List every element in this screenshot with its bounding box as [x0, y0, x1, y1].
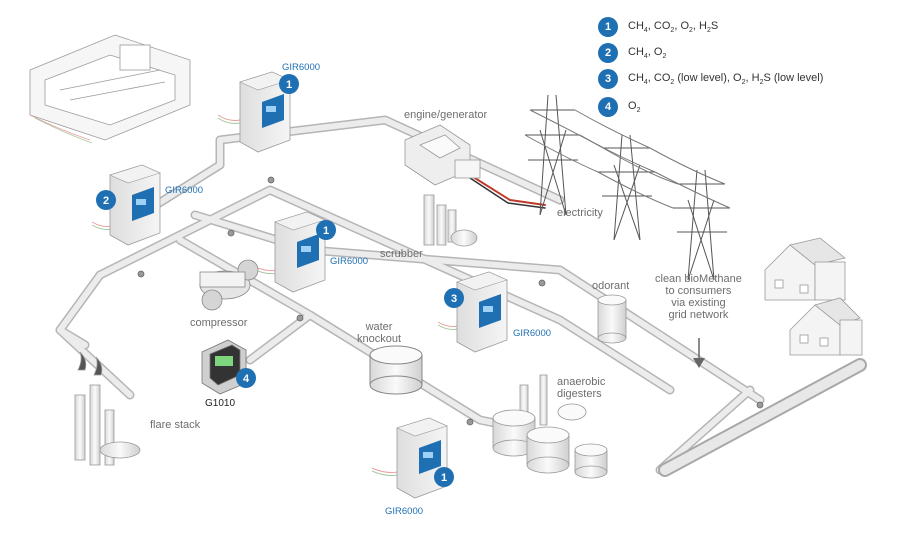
- gir6000-cabinet: [274, 211, 326, 293]
- electricity-label: electricity: [557, 207, 603, 219]
- legend-row-1: 1 CH4, CO2, O2, H2S: [598, 16, 718, 38]
- g1010-badge-number: 4: [243, 373, 250, 385]
- engine-generator: [404, 124, 481, 186]
- scrubber: [423, 194, 478, 247]
- legend-text-1: CH4, CO2, O2, H2S: [628, 19, 719, 35]
- valve-icons: [137, 176, 764, 426]
- compressor-label: compressor: [190, 317, 248, 329]
- anaerobic-digesters: [492, 374, 608, 479]
- unit-badge: 3: [444, 288, 464, 308]
- water-knockout-label: water knockout: [357, 321, 402, 345]
- unit-badge-number: 1: [323, 225, 329, 237]
- scrubber-label: scrubber: [380, 248, 423, 260]
- kitchen-illustration: [29, 34, 191, 144]
- g1010-badge: 4: [236, 368, 256, 388]
- unit-badge-number: 1: [286, 79, 292, 91]
- unit-badge-number: 1: [441, 472, 447, 484]
- compressor: [199, 259, 259, 311]
- legend-row-2: 2 CH4, O2: [598, 42, 666, 64]
- water-knockout: [369, 345, 423, 395]
- gir6000-label-4: GIR6000: [513, 328, 552, 339]
- gir6000-label-3: GIR6000: [330, 256, 369, 267]
- engine-generator-label: engine/generator: [404, 109, 488, 121]
- power-pylons: [524, 94, 731, 281]
- legend-badge-4: 4: [598, 97, 618, 117]
- gir6000-cabinet: [396, 417, 448, 499]
- legend-row-4: 4 O2: [598, 96, 640, 118]
- unit-badge-number: 3: [451, 293, 457, 305]
- flare-stack: [74, 351, 141, 466]
- legend-badge-1: 1: [598, 17, 618, 37]
- legend-badge-2: 2: [598, 43, 618, 63]
- unit-badge: 1: [279, 74, 299, 94]
- odorant-tank: [597, 294, 627, 344]
- flare-stack-label: flare stack: [150, 419, 201, 431]
- unit-badge-number: 2: [103, 195, 109, 207]
- gir6000-label-1: GIR6000: [282, 62, 321, 73]
- legend-text-2: CH4, O2: [628, 45, 667, 61]
- arrow-down-icon: [693, 338, 705, 368]
- gir6000-cabinet: [456, 271, 508, 353]
- unit-badge: 1: [434, 467, 454, 487]
- gir6000-label-5: GIR6000: [385, 506, 424, 517]
- gir6000-label-2: GIR6000: [165, 185, 204, 196]
- odorant-label: odorant: [592, 280, 630, 292]
- unit-badge: 2: [96, 190, 116, 210]
- legend-text-4: O2: [628, 99, 641, 115]
- g1010-analyser: [201, 339, 247, 395]
- g1010-label: G1010: [205, 398, 236, 409]
- legend-text-3: CH4, CO2 (low level), O2, H2S (low level…: [628, 71, 824, 87]
- legend-badge-3: 3: [598, 69, 618, 89]
- houses-illustration: [764, 237, 863, 356]
- clean-biomethane-label: clean bioMethane to consumers via existi…: [655, 273, 742, 321]
- legend-row-3: 3 CH4, CO2 (low level), O2, H2S (low leve…: [598, 68, 823, 90]
- gir6000-cabinets: 1 2 1 3 1 4: [96, 71, 508, 499]
- unit-badge: 1: [316, 220, 336, 240]
- gir6000-cabinet: [239, 71, 291, 153]
- gir6000-cabinet: [109, 164, 161, 246]
- anaerobic-digesters-label: anaerobic digesters: [557, 376, 606, 400]
